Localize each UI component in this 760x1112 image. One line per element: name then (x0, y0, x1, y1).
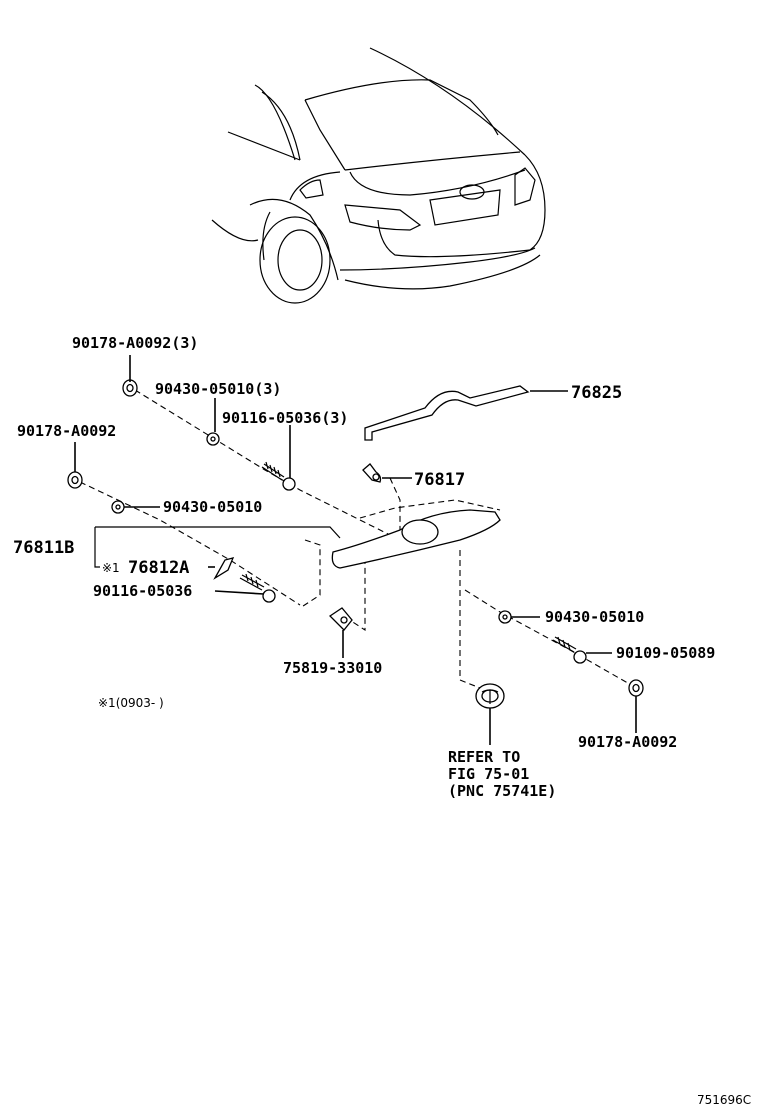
washer-icon (206, 432, 220, 446)
screw-icon (239, 573, 276, 603)
label-90178-a0092-left: 90178-A0092 (17, 422, 116, 440)
label-76825: 76825 (571, 383, 622, 403)
garnish-icon (331, 509, 501, 569)
diagram-code: 751696C (697, 1093, 751, 1107)
washer-icon (111, 500, 125, 514)
nut-icon (628, 679, 644, 697)
label-90116-05036-3: 90116-05036(3) (222, 409, 348, 427)
reference-line-1: REFER TO (448, 748, 520, 766)
label-90430-05010-left: 90430-05010 (163, 498, 262, 516)
label-90109-05089: 90109-05089 (616, 644, 715, 662)
label-90116-05036-left: 90116-05036 (93, 582, 192, 600)
screw-icon (261, 461, 296, 491)
leader-lines (74, 355, 637, 745)
part-labels: 90178-A0092(3) 90430-05010(3) 90116-0503… (13, 334, 751, 1107)
label-76811b: 76811B (13, 538, 74, 558)
emblem-icon (475, 683, 505, 709)
wire-harness-icon (364, 385, 530, 441)
clip-icon (362, 463, 382, 483)
nut-icon (67, 471, 83, 489)
label-76817: 76817 (414, 470, 465, 490)
assembly-lines (79, 389, 641, 691)
reference-line-2: FIG 75-01 (448, 765, 529, 783)
footnote-mark: ※1(0903- ) (98, 696, 164, 710)
label-90178-a0092-3: 90178-A0092(3) (72, 334, 198, 352)
label-75819-33010: 75819-33010 (283, 659, 382, 677)
label-76812a-mark: ※1 (102, 561, 120, 575)
clip-icon (328, 607, 353, 631)
clip-icon (213, 557, 235, 580)
label-90430-05010-right: 90430-05010 (545, 608, 644, 626)
label-90178-a0092-right: 90178-A0092 (578, 733, 677, 751)
screw-icon (552, 636, 587, 664)
car-rear-illustration (211, 47, 546, 304)
parts (67, 379, 644, 709)
nut-icon (122, 379, 138, 397)
reference-line-3: (PNC 75741E) (448, 782, 556, 800)
washer-icon (498, 610, 512, 624)
label-90430-05010-3: 90430-05010(3) (155, 380, 281, 398)
label-76812a: 76812A (128, 558, 189, 578)
